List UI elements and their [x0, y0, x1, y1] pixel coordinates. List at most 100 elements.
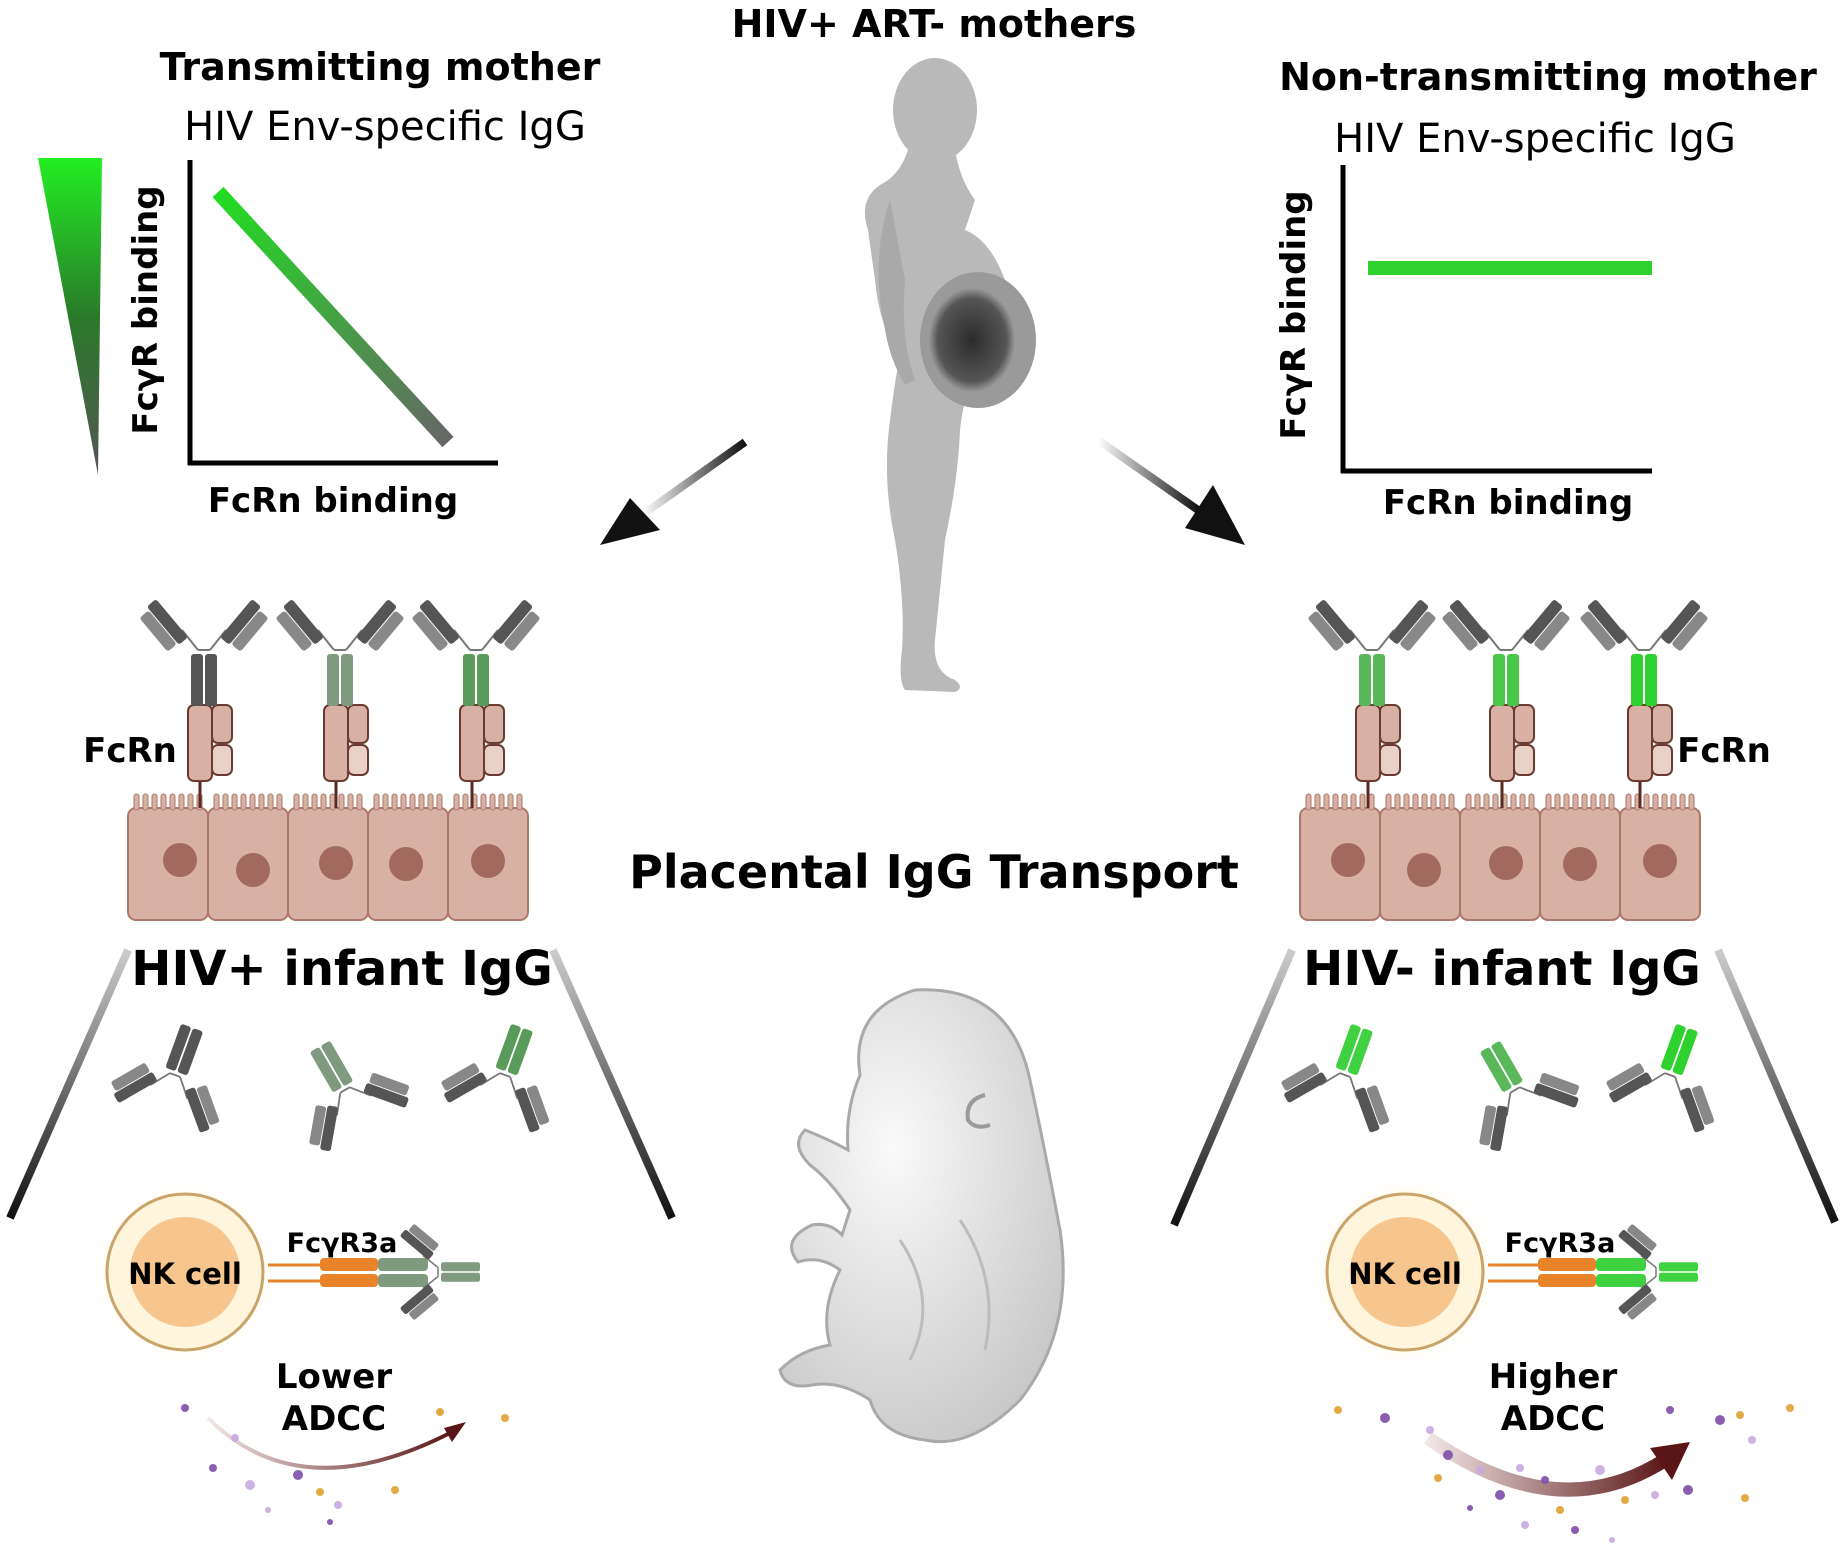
left-free-igg-3 — [441, 1024, 550, 1133]
left-granule-0 — [181, 1404, 189, 1412]
right-receptor-label: FcRn — [1677, 731, 1771, 771]
left-funnel-line-b — [549, 948, 676, 1220]
right-granule-0 — [1334, 1406, 1342, 1414]
left-ylabel: FcγR binding — [126, 185, 166, 434]
right-granule-22 — [1467, 1505, 1473, 1511]
right-granule-5 — [1476, 1466, 1484, 1474]
right-funnel-line-b — [1714, 948, 1839, 1224]
right-granule-10 — [1521, 1521, 1529, 1529]
right-granule-17 — [1715, 1415, 1725, 1425]
right-granule-21 — [1741, 1494, 1749, 1502]
left-nk-label: NK cell — [128, 1257, 242, 1291]
left-placental-epithelium — [127, 793, 529, 921]
right-granule-4 — [1434, 1474, 1442, 1482]
left-infant-label: HIV+ infant IgG — [131, 941, 552, 997]
left-granule-10 — [501, 1414, 509, 1422]
right-granule-7 — [1516, 1464, 1524, 1472]
right-granule-23 — [1609, 1537, 1615, 1543]
right-title: Non-transmitting mother — [1279, 55, 1817, 99]
left-fcrn-3 — [412, 600, 540, 808]
fetus-in-womb — [929, 288, 1015, 392]
right-granule-15 — [1683, 1485, 1693, 1495]
right-free-igg-1 — [1281, 1024, 1390, 1133]
left-nk-cell-group: NK cell FcγR3a Lower ADCC — [93, 1180, 509, 1525]
left-fcrn-3-igg — [412, 600, 540, 706]
right-funnel-line-a — [1170, 948, 1296, 1227]
left-xlabel: FcRn binding — [208, 481, 458, 521]
right-subtitle: HIV Env-specific IgG — [1334, 116, 1736, 162]
left-granule-9 — [436, 1408, 444, 1416]
right-granule-19 — [1748, 1436, 1756, 1444]
right-outcome-line1: Higher — [1489, 1357, 1618, 1397]
right-fcrn-2-igg — [1442, 600, 1570, 706]
right-granule-18 — [1736, 1411, 1744, 1419]
left-granule-2 — [209, 1464, 217, 1472]
left-free-igg-1 — [111, 1024, 220, 1133]
header-title: HIV+ ART- mothers — [732, 2, 1137, 46]
right-granule-20 — [1786, 1404, 1794, 1412]
arrow-to-left — [600, 438, 748, 545]
left-trend-line — [212, 186, 454, 448]
right-chart: Non-transmitting mother HIV Env-specific… — [1274, 55, 1817, 523]
left-fcrn-1 — [140, 600, 268, 808]
right-fcrn-1-igg — [1308, 600, 1436, 706]
right-granule-12 — [1595, 1465, 1605, 1475]
right-outcome-line2: ADCC — [1501, 1399, 1605, 1439]
right-xlabel: FcRn binding — [1383, 483, 1633, 523]
left-fcrn-complexes — [140, 600, 540, 808]
left-granule-4 — [293, 1470, 303, 1480]
left-fcrn-1-igg — [140, 600, 268, 706]
right-fcrn-2 — [1442, 600, 1570, 808]
right-fc-receptor-label: FcγR3a — [1505, 1228, 1616, 1259]
left-nk-bound-igg — [400, 1224, 480, 1320]
right-ylabel: FcγR binding — [1274, 190, 1314, 439]
right-granule-16 — [1666, 1406, 1674, 1414]
left-title: Transmitting mother — [160, 45, 601, 89]
right-granule-1 — [1380, 1413, 1390, 1423]
right-placental-epithelium — [1299, 793, 1701, 921]
right-granule-3 — [1443, 1450, 1453, 1460]
left-outcome-line1: Lower — [276, 1357, 392, 1397]
left-gradient-triangle — [38, 158, 102, 475]
right-granule-11 — [1571, 1526, 1579, 1534]
pregnant-mother-silhouette — [864, 58, 1036, 692]
right-free-igg-2 — [1479, 1041, 1579, 1151]
left-fcrn-2-igg — [276, 600, 404, 706]
left-subtitle: HIV Env-specific IgG — [184, 104, 586, 150]
left-free-igg-2 — [309, 1041, 409, 1151]
left-outcome-line2: ADCC — [282, 1399, 386, 1439]
left-granule-7 — [327, 1519, 333, 1525]
right-free-igg-3 — [1606, 1024, 1715, 1133]
left-granule-6 — [334, 1501, 342, 1509]
right-infant-label: HIV- infant IgG — [1303, 941, 1701, 997]
right-granule-13 — [1621, 1496, 1629, 1504]
left-funnel-line-a — [6, 948, 132, 1220]
right-nk-label: NK cell — [1348, 1257, 1462, 1291]
arrow-to-right — [1095, 436, 1245, 545]
right-granule-9 — [1556, 1506, 1564, 1514]
left-granule-5 — [316, 1488, 324, 1496]
left-granule-3 — [245, 1480, 255, 1490]
left-granule-1 — [231, 1434, 239, 1442]
left-receptor-label: FcRn — [83, 731, 177, 771]
right-fcrn-1 — [1308, 600, 1436, 808]
left-granule-11 — [265, 1507, 271, 1513]
right-fcrn-complexes — [1308, 600, 1708, 808]
left-granule-8 — [391, 1486, 399, 1494]
left-fcrn-2 — [276, 600, 404, 808]
left-fc-receptor-label: FcγR3a — [287, 1228, 398, 1259]
fetus-illustration — [778, 988, 1065, 1444]
right-granule-8 — [1541, 1476, 1549, 1484]
right-fcrn-3 — [1580, 600, 1708, 808]
right-granule-2 — [1426, 1426, 1434, 1434]
left-infant-antibodies — [111, 1024, 550, 1151]
right-infant-antibodies — [1281, 1024, 1715, 1151]
right-nk-cell-group: NK cell FcγR3a Higher ADCC — [1309, 1176, 1794, 1543]
right-fcrn-3-igg — [1580, 600, 1708, 706]
transport-label: Placental IgG Transport — [629, 845, 1239, 899]
right-adcc-arrow — [1423, 1432, 1672, 1497]
right-granule-14 — [1651, 1491, 1659, 1499]
left-chart: Transmitting mother HIV Env-specific IgG… — [38, 45, 601, 521]
right-nk-bound-igg — [1618, 1224, 1698, 1320]
